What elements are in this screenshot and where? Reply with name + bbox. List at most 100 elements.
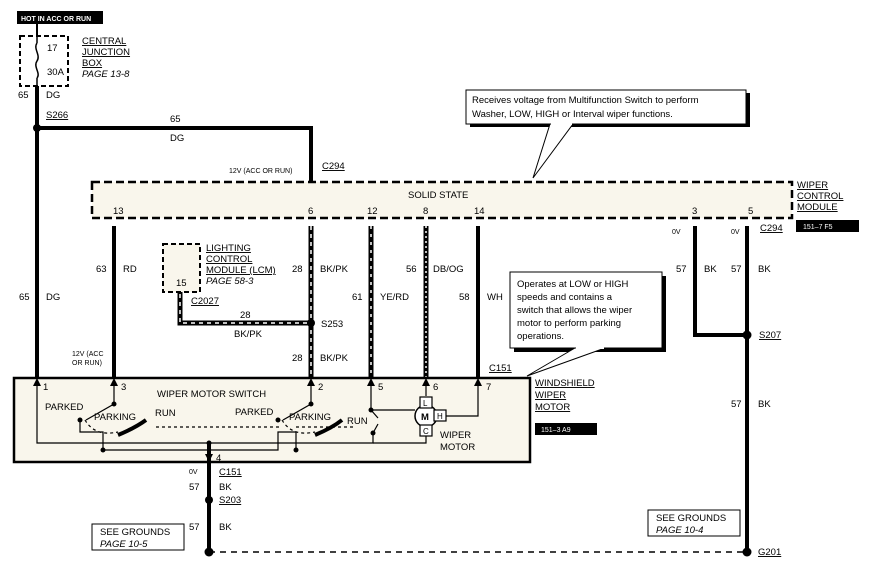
- splice-s266-label: S266: [46, 110, 68, 121]
- cjb-title-2: JUNCTION: [82, 47, 130, 58]
- wire-65-color-horiz: DG: [170, 133, 184, 144]
- wcm-solid-state: SOLID STATE: [408, 190, 468, 201]
- fuse-rating: 30A: [47, 67, 65, 78]
- wire-57-num-pin5: 57: [731, 264, 742, 275]
- wire-57-num-lower-right: 57: [731, 399, 742, 410]
- run-contact-left: [117, 418, 148, 437]
- parked-label-left: PARKED: [45, 402, 84, 413]
- motor-pin-1: 1: [43, 382, 48, 393]
- wwm-ref-box: [535, 423, 597, 435]
- c294-top-label: C294: [322, 161, 345, 172]
- motor-pin-arrows: [33, 378, 482, 386]
- parked-label-right: PARKED: [235, 407, 274, 418]
- motor-feed-label-2: OR RUN): [72, 360, 102, 367]
- callout-top-pointer: [532, 123, 574, 179]
- wcm-pin-3: 3: [692, 206, 697, 217]
- splice-s207: [742, 330, 752, 340]
- motor-feed-label-1: 12V (ACC: [72, 351, 104, 358]
- parking-label-left: PARKING: [94, 412, 136, 423]
- wiper-control-module: [90, 180, 794, 220]
- wire-56-num: 56: [406, 264, 417, 275]
- motor-l-label: L: [423, 399, 428, 408]
- lighting-control-module: [162, 243, 201, 293]
- fuse-number: 17: [47, 43, 58, 54]
- wire-65-num-top: 65: [18, 90, 29, 101]
- motor-m-label: M: [421, 412, 429, 423]
- wire-65-color-left: DG: [46, 292, 60, 303]
- see-grounds-right-1: SEE GROUNDS: [656, 513, 726, 524]
- callout-motor-line4: motor to perform parking: [517, 318, 621, 329]
- hot-label: HOT IN ACC OR RUN: [21, 16, 91, 23]
- wire-57-color-lower-right: BK: [758, 399, 771, 410]
- motor-c-label: C: [423, 427, 429, 436]
- ground-g201: [742, 547, 752, 557]
- wcm-title-2: CONTROL: [797, 191, 843, 202]
- ground-g201-label: G201: [758, 547, 781, 558]
- motor-c-brush: [419, 424, 433, 437]
- callout-motor-line5: operations.: [517, 331, 564, 342]
- ground-node-left: [204, 547, 214, 557]
- wire-57-color-c151: BK: [219, 482, 232, 493]
- cjb-page-ref[interactable]: PAGE 13-8: [82, 69, 130, 80]
- motor-pin-6: 6: [433, 382, 438, 393]
- wire-28-color-lower: BK/PK: [320, 353, 349, 364]
- lcm-title-1: LIGHTING: [206, 243, 251, 254]
- wire-65-num-left: 65: [19, 292, 30, 303]
- wire-57-num-s203: 57: [189, 522, 200, 533]
- motor-pin-4: 4: [216, 453, 221, 464]
- wire-28-color-lcm: BK/PK: [234, 329, 263, 340]
- hot-label-box: [17, 11, 103, 24]
- wwm-title-3: MOTOR: [535, 402, 570, 413]
- lcm-title-2: CONTROL: [206, 254, 252, 265]
- wcm-pin-13: 13: [113, 206, 124, 217]
- wire-28-num-lower: 28: [292, 353, 303, 364]
- motor-pin-3: 3: [121, 382, 126, 393]
- lcm-page-ref[interactable]: PAGE 58-3: [206, 276, 254, 287]
- callout-motor-line2: speeds and contains a: [517, 292, 613, 303]
- callout-motor-box: [509, 271, 663, 349]
- see-grounds-left[interactable]: [91, 523, 185, 551]
- wire-57-color-s203: BK: [219, 522, 232, 533]
- see-grounds-right[interactable]: [647, 509, 741, 537]
- splice-s207-label: S207: [759, 330, 781, 341]
- see-grounds-left-1: SEE GROUNDS: [100, 527, 170, 538]
- wire-57-num-pin3: 57: [676, 264, 687, 275]
- wire-58-num: 58: [459, 292, 470, 303]
- wire-57-num-c151: 57: [189, 482, 200, 493]
- splice-s253-label: S253: [321, 319, 343, 330]
- motor-h-brush: [433, 409, 447, 422]
- central-junction-box: [19, 35, 69, 87]
- wire-65-color-top: DG: [46, 90, 60, 101]
- wcm-ref[interactable]: 151–7 F5: [803, 224, 833, 231]
- wire-65-dg-horizontal: [37, 126, 313, 182]
- wcm-pin-6: 6: [308, 206, 313, 217]
- motor-pin-2: 2: [318, 382, 323, 393]
- callout-motor-line1: Operates at LOW or HIGH: [517, 279, 629, 290]
- wwm-ref[interactable]: 151–3 A9: [541, 427, 571, 434]
- see-grounds-right-2: PAGE 10-4: [656, 525, 703, 536]
- cjb-title-1: CENTRAL: [82, 36, 126, 47]
- run-contact-right: [314, 418, 344, 437]
- callout-top-line1: Receives voltage from Multifunction Swit…: [472, 95, 699, 106]
- wire-61-color: YE/RD: [380, 292, 409, 303]
- motor-pin-4-arrow: [205, 454, 213, 462]
- wire-63-num: 63: [96, 264, 107, 275]
- wire-57-bk-pin3: [693, 226, 747, 337]
- wcm-pin-12: 12: [367, 206, 378, 217]
- motor-pin-7: 7: [486, 382, 491, 393]
- lcm-title-3: MODULE (LCM): [206, 265, 276, 276]
- wire-56-color: DB/OG: [433, 264, 464, 275]
- wire-28-num-upper: 28: [292, 264, 303, 275]
- callout-motor-line3: switch that allows the wiper: [517, 305, 632, 316]
- wire-61-num: 61: [352, 292, 363, 303]
- run-label-left: RUN: [155, 408, 176, 419]
- wcm-title-3: MODULE: [797, 202, 838, 213]
- splice-s203: [205, 496, 213, 504]
- callout-motor-pointer: [526, 347, 606, 377]
- wire-63-color: RD: [123, 264, 137, 275]
- wwm-title-2: WIPER: [535, 390, 566, 401]
- wcm-ref-box: [796, 220, 859, 232]
- motor-l-brush: [419, 396, 433, 409]
- splice-s203-label: S203: [219, 495, 241, 506]
